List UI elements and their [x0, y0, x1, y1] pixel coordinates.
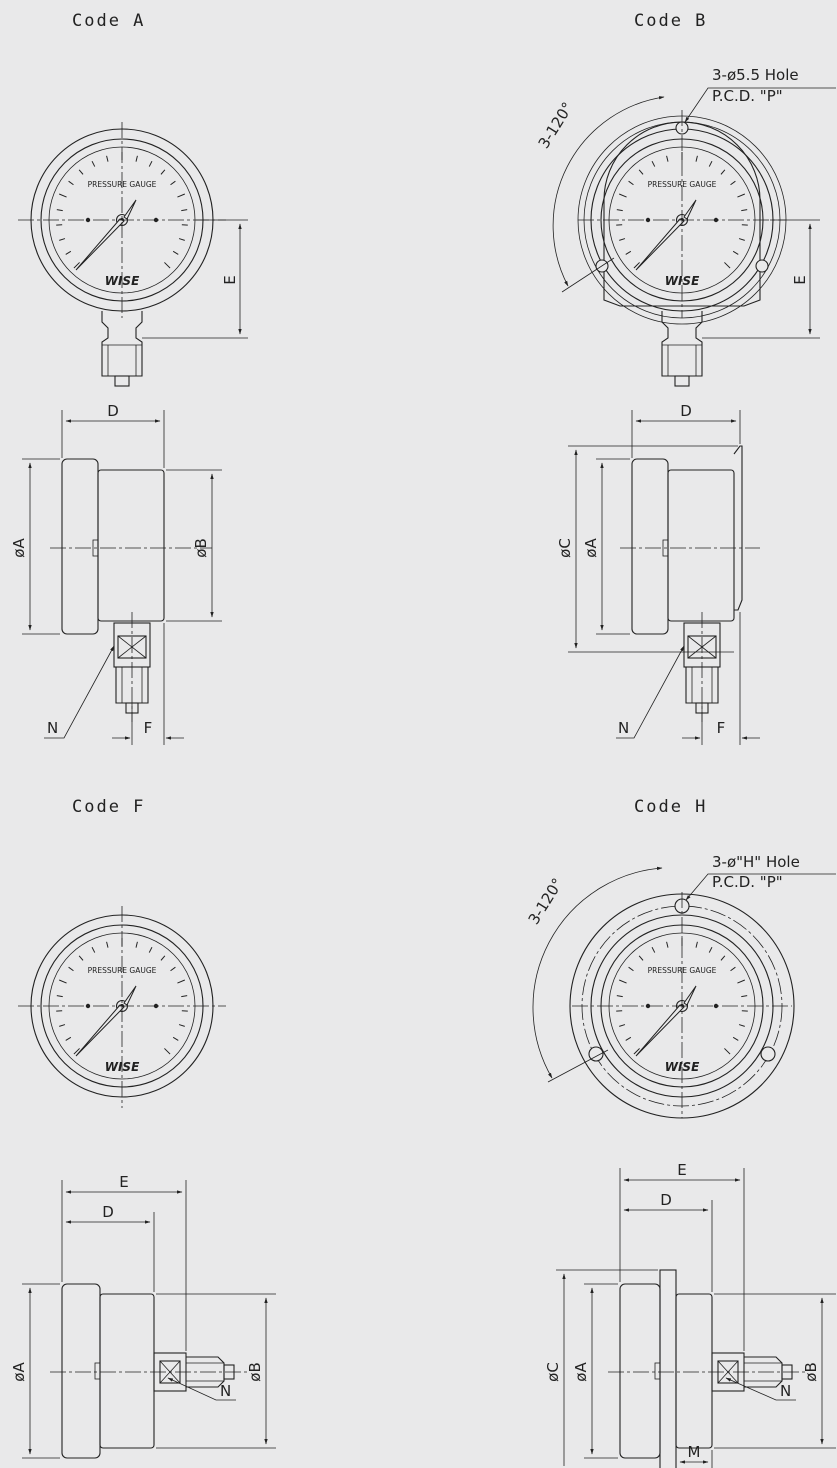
dim-d-label-a: D: [107, 402, 119, 420]
dim-d-label-b: D: [680, 402, 692, 420]
dim-e-label-b: E: [791, 275, 809, 284]
dim-phi-a-label-h: øA: [572, 1362, 590, 1382]
dim-phi-a-label-a: øA: [10, 538, 28, 558]
dim-d-label-h: D: [660, 1191, 672, 1209]
code-b-front-view: PRESSURE GAUGE WISE 3-120° 3-ø5.5 Hole P…: [535, 66, 836, 387]
dim-phi-c-label-b: øC: [556, 538, 574, 558]
pcd-note-b: P.C.D. "P": [712, 87, 783, 105]
dim-n-label-a: N: [47, 719, 58, 737]
dim-f-label-a: F: [144, 719, 153, 737]
dim-m-label-h: M: [688, 1443, 701, 1461]
dim-n-label-b: N: [618, 719, 629, 737]
hole-note-b: 3-ø5.5 Hole: [712, 66, 799, 84]
dim-e-label-f: E: [119, 1173, 128, 1191]
title-code-b: Code B: [634, 11, 707, 31]
dim-phi-b-label-f: øB: [246, 1362, 264, 1381]
dim-e-label-a: E: [221, 275, 239, 284]
dim-phi-c-label-h: øC: [544, 1362, 562, 1382]
dim-phi-b-label-h: øB: [802, 1362, 820, 1381]
dim-n-label-f: N: [220, 1382, 231, 1400]
dim-phi-a-label-f: øA: [10, 1362, 28, 1382]
code-f-side-view: E D øA øB N: [10, 1173, 276, 1459]
title-code-f: Code F: [72, 797, 145, 817]
code-h-front-view: PRESSURE GAUGE WISE 3-120° 3-ø"H" Hole P…: [525, 853, 836, 1119]
angle-label-b: 3-120°: [535, 99, 577, 152]
code-b-side-view: D øC øA F N: [556, 402, 760, 745]
dim-n-label-h: N: [780, 1382, 791, 1400]
dim-phi-b-label-a: øB: [192, 538, 210, 557]
dim-phi-a-label-b: øA: [582, 538, 600, 558]
code-a-side-view: D øA øB F N: [10, 402, 222, 745]
title-code-a: Code A: [72, 11, 145, 31]
pcd-note-h: P.C.D. "P": [712, 873, 783, 891]
dim-f-label-b: F: [717, 719, 726, 737]
hole-note-h: 3-ø"H" Hole: [712, 853, 800, 871]
code-a-front-view: PRESSURE GAUGE WISE E: [18, 122, 248, 387]
title-code-h: Code H: [634, 797, 707, 817]
dial-label-b: PRESSURE GAUGE: [648, 180, 717, 189]
angle-label-h: 3-120°: [525, 875, 567, 928]
dim-e-label-h: E: [677, 1161, 686, 1179]
code-f-front-view: PRESSURE GAUGE WISE: [18, 906, 226, 1108]
code-h-side-view: E D øC øA øB M N: [544, 1161, 836, 1468]
dim-d-label-f: D: [102, 1203, 114, 1221]
